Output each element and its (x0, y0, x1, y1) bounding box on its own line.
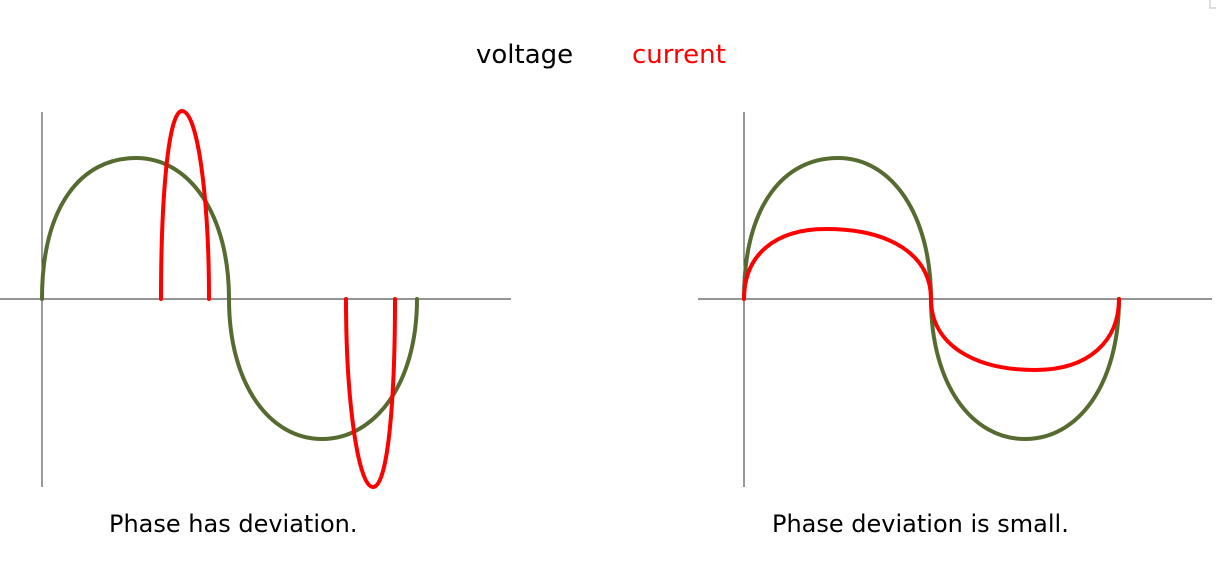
left-caption: Phase has deviation. (109, 510, 358, 538)
left-current-pulse-negative (344, 297, 397, 490)
legend-current: current (632, 40, 726, 70)
right-current-curve (742, 226, 1121, 373)
right-caption: Phase deviation is small. (772, 510, 1069, 538)
left-panel (0, 108, 511, 490)
right-panel (698, 112, 1212, 487)
left-current-pulse-positive (159, 108, 211, 301)
corner-mark-icon (1209, 0, 1216, 9)
legend-voltage: voltage (476, 40, 574, 70)
left-voltage-curve (40, 155, 419, 442)
